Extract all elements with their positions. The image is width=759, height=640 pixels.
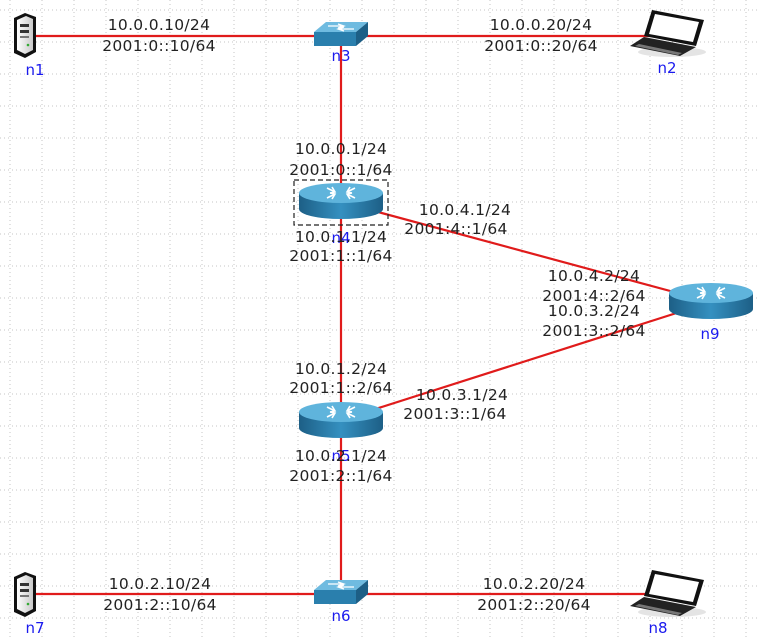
addr-n9-a-ipv6: 2001:4::2/64 <box>542 287 645 305</box>
addr-n4-top-ipv6: 2001:0::1/64 <box>289 161 392 179</box>
addr-n5-right-ipv4: 10.0.3.1/24 <box>416 386 508 404</box>
addr-n9-b-ipv6: 2001:3::2/64 <box>542 322 645 340</box>
addr-n1-ipv4: 10.0.0.10/24 <box>108 16 211 34</box>
node-n6[interactable]: n6 <box>314 580 368 625</box>
addr-n7-ipv4: 10.0.2.10/24 <box>109 575 212 593</box>
addr-n9-b-ipv4: 10.0.3.2/24 <box>548 302 640 320</box>
addr-n5-bottom-ipv6: 2001:2::1/64 <box>289 467 392 485</box>
switch-icon <box>314 22 368 46</box>
node-n9[interactable]: n9 <box>669 283 753 343</box>
addr-n2-ipv4: 10.0.0.20/24 <box>490 16 593 34</box>
laptop-icon <box>630 10 706 57</box>
node-n4[interactable]: n4 <box>293 179 389 247</box>
links <box>36 34 712 596</box>
server-icon <box>14 13 36 58</box>
addr-n7-ipv6: 2001:2::10/64 <box>103 596 217 614</box>
addr-n5-right-ipv6: 2001:3::1/64 <box>403 405 506 423</box>
server-icon <box>14 572 36 617</box>
switch-icon <box>314 580 368 604</box>
node-label-n6: n6 <box>331 607 350 625</box>
node-label-n9: n9 <box>700 325 719 343</box>
link-n5-n9[interactable] <box>340 300 712 422</box>
node-label-n8: n8 <box>648 619 667 637</box>
node-n8[interactable]: n8 <box>630 570 706 637</box>
addr-n9-a-ipv4: 10.0.4.2/24 <box>548 267 640 285</box>
node-label-n1: n1 <box>25 61 44 79</box>
addr-n5-bottom-ipv4: 10.0.2.1/24 <box>295 447 387 465</box>
addr-n5-top-ipv4: 10.0.1.2/24 <box>295 360 387 378</box>
addr-n8-ipv4: 10.0.2.20/24 <box>483 575 586 593</box>
node-n5[interactable]: n5 <box>299 402 383 465</box>
router-icon <box>299 402 383 438</box>
node-n1[interactable]: n1 <box>14 13 45 79</box>
addr-n4-right-ipv4: 10.0.4.1/24 <box>419 201 511 219</box>
addr-n4-bottom-ipv6: 2001:1::1/64 <box>289 247 392 265</box>
addr-n8-ipv6: 2001:2::20/64 <box>477 596 591 614</box>
router-icon <box>669 283 753 319</box>
selection-box <box>293 179 389 226</box>
node-label-n5: n5 <box>331 447 350 465</box>
node-n7[interactable]: n7 <box>14 572 45 637</box>
node-n2[interactable]: n2 <box>630 10 706 77</box>
addr-n4-top-ipv4: 10.0.0.1/24 <box>295 140 387 158</box>
addr-n4-right-ipv6: 2001:4::1/64 <box>404 220 507 238</box>
node-n3[interactable]: n3 <box>314 22 368 65</box>
addr-n5-top-ipv6: 2001:1::2/64 <box>289 379 392 397</box>
node-label-n2: n2 <box>657 59 676 77</box>
node-label-n3: n3 <box>331 47 350 65</box>
addr-n4-bottom-ipv4: 10.0.1.1/24 <box>295 228 387 246</box>
node-label-n7: n7 <box>25 619 44 637</box>
interface-addresses: 10.0.0.10/24 2001:0::10/64 10.0.0.20/24 … <box>102 16 645 614</box>
addr-n2-ipv6: 2001:0::20/64 <box>484 37 598 55</box>
router-icon <box>299 183 383 219</box>
addr-n1-ipv6: 2001:0::10/64 <box>102 37 216 55</box>
link-n4-n9[interactable] <box>340 200 712 304</box>
node-label-n4: n4 <box>331 229 350 247</box>
laptop-icon <box>630 570 706 617</box>
